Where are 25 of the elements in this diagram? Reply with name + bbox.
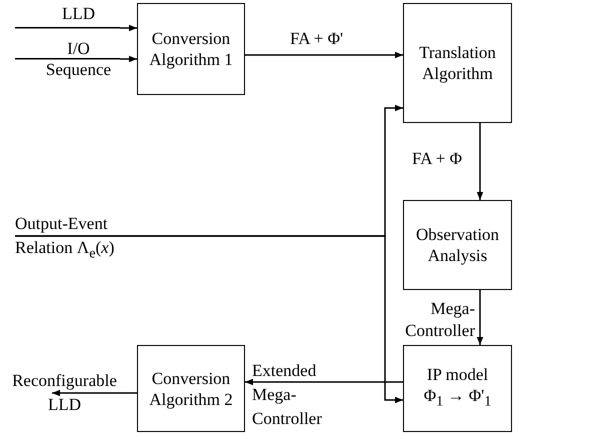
edge-label: FA + Φ bbox=[412, 148, 464, 170]
arrow bbox=[52, 390, 137, 396]
arrow bbox=[15, 235, 403, 404]
box-text: IP model bbox=[426, 364, 488, 386]
process-box bbox=[137, 345, 245, 432]
edge-label: Extended Mega-Controller bbox=[252, 360, 323, 430]
box-text: Translation Algorithm bbox=[418, 42, 497, 84]
box-text: Conversion Algorithm 2 bbox=[148, 368, 234, 410]
process-box bbox=[403, 200, 512, 290]
box-text: Φ$_{1}$ → Φ'$_{1}$ bbox=[424, 385, 492, 412]
arrow bbox=[120, 24, 137, 32]
arrow bbox=[245, 378, 403, 386]
flow-text: Reconfigurable LLD bbox=[2, 369, 127, 417]
process-box bbox=[403, 345, 512, 432]
arrow bbox=[476, 290, 484, 345]
process-box bbox=[403, 3, 512, 123]
flow-text: Output-Event Relation Λ$_{e}$(x) bbox=[15, 212, 150, 260]
arrow bbox=[245, 52, 403, 58]
box-text: Observation Analysis bbox=[414, 224, 500, 266]
edge-label: FA + Φ' bbox=[290, 28, 344, 50]
edge-label: Mega-Controller bbox=[404, 298, 475, 342]
process-box bbox=[137, 3, 245, 95]
arrow bbox=[476, 123, 484, 200]
arrow bbox=[120, 56, 137, 62]
box-text: Conversion Algorithm 1 bbox=[148, 28, 234, 70]
